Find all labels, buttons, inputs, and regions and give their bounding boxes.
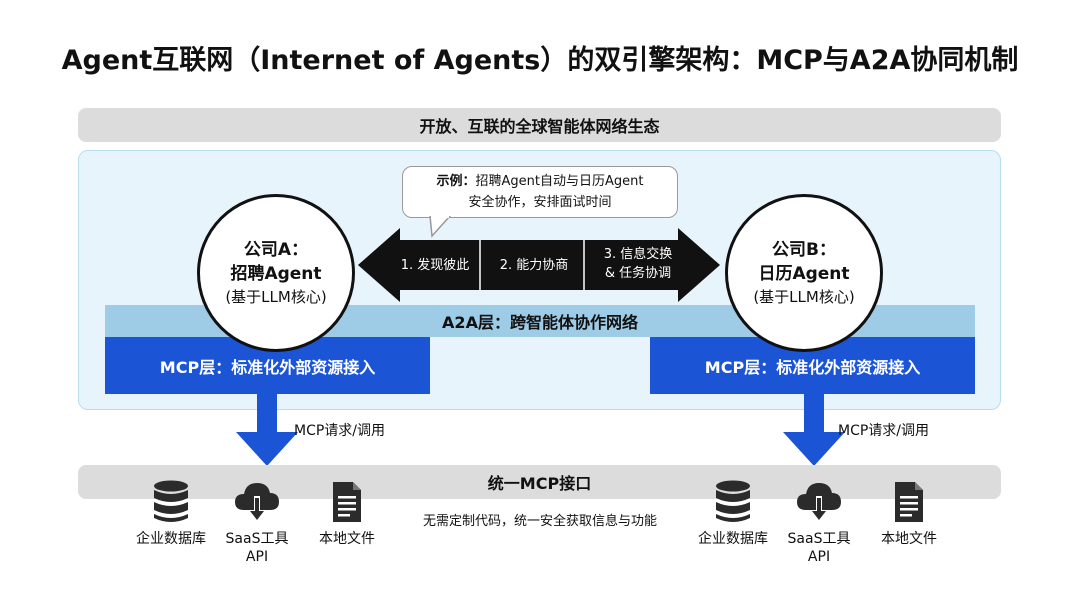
callout-line1: 招聘Agent自动与日历Agent bbox=[475, 174, 644, 189]
step-2-label: 2. 能力协商 bbox=[499, 258, 569, 273]
unified-mcp-bar: 统一MCP接口 bbox=[78, 465, 1001, 499]
resource-label: 企业数据库 bbox=[698, 531, 768, 547]
page-title: Agent互联网（Internet of Agents）的双引擎架构：MCP与A… bbox=[61, 45, 1019, 76]
resource-saas-left: SaaS工具 API bbox=[216, 480, 298, 566]
agent-a-core: (基于LLM核心) bbox=[225, 288, 327, 306]
mcp-request-left-label: MCP请求/调用 bbox=[294, 423, 386, 439]
example-callout: 示例：招聘Agent自动与日历Agent 安全协作，安排面试时间 bbox=[402, 166, 678, 218]
agent-b-circle: 公司B： 日历Agent (基于LLM核心) bbox=[725, 194, 883, 352]
document-icon bbox=[895, 482, 923, 522]
mcp-down-arrow-right bbox=[783, 394, 845, 466]
resource-label-line2: API bbox=[245, 549, 269, 565]
resource-label: SaaS工具 API bbox=[778, 530, 860, 566]
agent-a-circle: 公司A： 招聘Agent (基于LLM核心) bbox=[197, 194, 355, 352]
resource-saas-right: SaaS工具 API bbox=[778, 480, 860, 566]
mcp-request-right-label: MCP请求/调用 bbox=[838, 423, 930, 439]
mcp-layer-right-label: MCP层：标准化外部资源接入 bbox=[704, 357, 921, 377]
resource-label-line1: SaaS工具 bbox=[225, 531, 289, 547]
agent-b-name: 日历Agent bbox=[758, 264, 850, 284]
resource-label: 企业数据库 bbox=[136, 531, 206, 547]
a2a-layer-label: A2A层：跨智能体协作网络 bbox=[442, 313, 638, 332]
resource-label: 本地文件 bbox=[881, 531, 937, 547]
agent-b-core: (基于LLM核心) bbox=[753, 288, 855, 306]
database-icon bbox=[716, 480, 750, 522]
resource-label-line2: API bbox=[807, 549, 831, 565]
callout-prefix: 示例： bbox=[436, 174, 476, 189]
step-3-label: 3. 信息交换 & 任务协调 bbox=[588, 245, 688, 283]
resource-database-right: 企业数据库 bbox=[692, 480, 774, 548]
resource-label: 本地文件 bbox=[319, 531, 375, 547]
step-1-label: 1. 发现彼此 bbox=[400, 258, 470, 273]
unified-mcp-label: 统一MCP接口 bbox=[487, 474, 592, 493]
ecosystem-bar: 开放、互联的全球智能体网络生态 bbox=[78, 108, 1001, 142]
step-3-line2: & 任务协调 bbox=[604, 266, 672, 281]
resource-label: SaaS工具 API bbox=[216, 530, 298, 566]
agent-a-company: 公司A： bbox=[243, 240, 309, 260]
resource-database-left: 企业数据库 bbox=[130, 480, 212, 548]
callout-tail bbox=[429, 216, 452, 238]
mcp-layer-left-label: MCP层：标准化外部资源接入 bbox=[159, 357, 376, 377]
resource-files-left: 本地文件 bbox=[306, 480, 388, 548]
cloud-download-icon bbox=[235, 483, 279, 522]
resource-files-right: 本地文件 bbox=[868, 480, 950, 548]
callout-line2: 安全协作，安排面试时间 bbox=[468, 195, 612, 210]
agent-a-name: 招聘Agent bbox=[230, 264, 322, 284]
step-3-line1: 3. 信息交换 bbox=[603, 247, 673, 262]
document-icon bbox=[333, 482, 361, 522]
ecosystem-label: 开放、互联的全球智能体网络生态 bbox=[419, 117, 660, 136]
database-icon bbox=[154, 480, 188, 522]
unified-note: 无需定制代码，统一安全获取信息与功能 bbox=[422, 514, 657, 529]
mcp-down-arrow-left bbox=[236, 394, 298, 466]
a2a-arrow-shape bbox=[358, 228, 720, 302]
cloud-download-icon bbox=[797, 483, 841, 522]
a2a-double-arrow bbox=[358, 228, 720, 302]
resource-label-line1: SaaS工具 bbox=[787, 531, 851, 547]
agent-b-company: 公司B： bbox=[772, 240, 836, 260]
